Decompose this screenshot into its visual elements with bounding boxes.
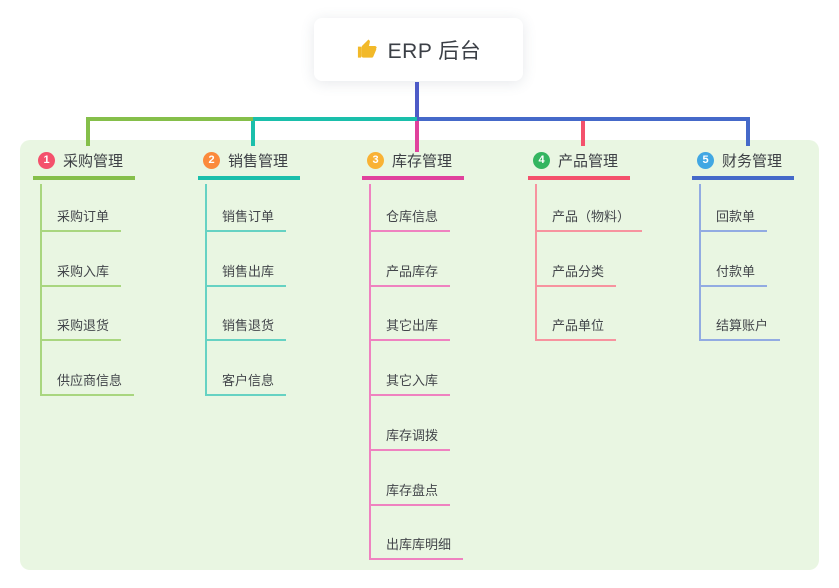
child-node[interactable]: 结算账户 bbox=[699, 315, 781, 342]
connector-segment bbox=[415, 121, 419, 152]
child-node[interactable]: 采购入库 bbox=[40, 261, 122, 287]
connector-segment bbox=[253, 117, 417, 121]
branch-label: 产品管理 bbox=[558, 153, 619, 170]
child-node[interactable]: 付款单 bbox=[699, 261, 768, 287]
branch-node-3[interactable]: 3 库存管理 bbox=[362, 150, 465, 180]
child-node[interactable]: 产品（物料） bbox=[535, 206, 643, 232]
branch-number-badge: 2 bbox=[203, 152, 220, 169]
connector-segment bbox=[205, 184, 207, 397]
thumbs-up-icon bbox=[356, 38, 379, 61]
connector-segment bbox=[419, 117, 750, 121]
branch-number-badge: 4 bbox=[533, 152, 550, 169]
connector-segment bbox=[746, 121, 750, 146]
connector-segment bbox=[40, 184, 42, 397]
branch-label: 销售管理 bbox=[228, 153, 289, 170]
child-node[interactable]: 客户信息 bbox=[205, 370, 287, 397]
child-node[interactable]: 出库库明细 bbox=[369, 534, 464, 561]
branch-node-5[interactable]: 5 财务管理 bbox=[692, 150, 795, 180]
child-node[interactable]: 回款单 bbox=[699, 206, 768, 232]
branch-node-1[interactable]: 1 采购管理 bbox=[33, 150, 136, 180]
child-node[interactable]: 采购订单 bbox=[40, 206, 122, 232]
child-node[interactable]: 产品库存 bbox=[369, 261, 451, 287]
child-node[interactable]: 其它入库 bbox=[369, 370, 451, 397]
root-node-erp[interactable]: ERP 后台 bbox=[314, 18, 523, 81]
branch-node-4[interactable]: 4 产品管理 bbox=[528, 150, 631, 180]
child-node[interactable]: 供应商信息 bbox=[40, 370, 135, 397]
child-node[interactable]: 仓库信息 bbox=[369, 206, 451, 232]
child-node[interactable]: 产品分类 bbox=[535, 261, 617, 287]
branch-number-badge: 3 bbox=[367, 152, 384, 169]
connector-segment bbox=[415, 82, 419, 121]
branch-node-2[interactable]: 2 销售管理 bbox=[198, 150, 301, 180]
child-node[interactable]: 销售退货 bbox=[205, 315, 287, 342]
child-node[interactable]: 库存调拨 bbox=[369, 425, 451, 451]
branch-number-badge: 5 bbox=[697, 152, 714, 169]
child-node[interactable]: 其它出库 bbox=[369, 315, 451, 342]
child-node[interactable]: 销售出库 bbox=[205, 261, 287, 287]
child-node[interactable]: 销售订单 bbox=[205, 206, 287, 232]
root-node-title: ERP 后台 bbox=[387, 39, 482, 63]
branch-label: 库存管理 bbox=[392, 153, 453, 170]
connector-segment bbox=[369, 184, 371, 561]
branch-label: 采购管理 bbox=[63, 153, 124, 170]
branch-number-badge: 1 bbox=[38, 152, 55, 169]
branch-label: 财务管理 bbox=[722, 153, 783, 170]
branches-panel bbox=[20, 140, 819, 570]
child-node[interactable]: 产品单位 bbox=[535, 315, 617, 342]
connector-segment bbox=[581, 121, 585, 146]
child-node[interactable]: 采购退货 bbox=[40, 315, 122, 342]
child-node[interactable]: 库存盘点 bbox=[369, 480, 451, 506]
connector-segment bbox=[699, 184, 701, 342]
connector-segment bbox=[86, 117, 253, 121]
connector-segment bbox=[86, 121, 90, 146]
connector-segment bbox=[251, 121, 255, 146]
connector-segment bbox=[535, 184, 537, 342]
